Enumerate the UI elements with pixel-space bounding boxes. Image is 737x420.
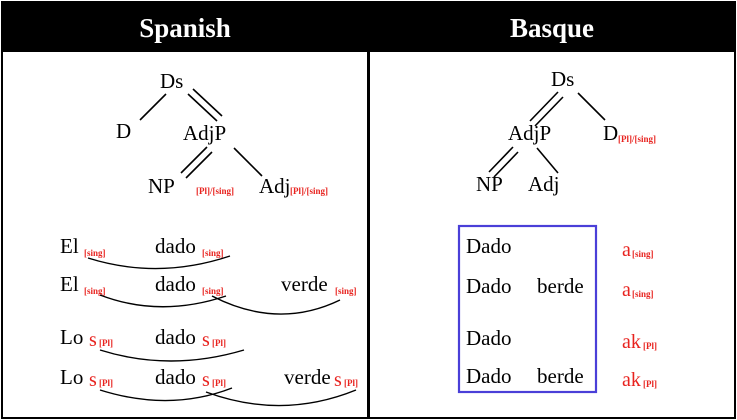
- spanish-adj-features: [Pl]/[sing]: [290, 186, 328, 196]
- noun-feature: [sing]: [202, 286, 224, 296]
- basque-header-bar: [369, 2, 735, 52]
- edge-ds-adjp-a: [187, 93, 218, 122]
- adj: verde: [281, 272, 328, 296]
- basque-tree: Ds AdjP D [Pl]/[sing] NP Adj: [476, 67, 656, 196]
- adj-feature: [Pl]: [344, 378, 358, 388]
- spanish-row-4: Lo s [Pl] dado s [Pl] verde s [Pl]: [60, 365, 358, 407]
- spanish-title: Spanish: [139, 13, 231, 43]
- basque-node-ds: Ds: [551, 67, 574, 91]
- noun: dado: [155, 365, 196, 389]
- basque-title: Basque: [510, 13, 594, 43]
- det: El: [60, 234, 79, 258]
- spanish-node-adj: Adj: [259, 174, 291, 198]
- noun: Dado: [466, 326, 512, 350]
- spanish-node-ds: Ds: [160, 69, 183, 93]
- basque-noun-phrase-box: [457, 224, 598, 394]
- agreement-arc: [99, 294, 227, 308]
- edge-ds-adjp-a: [529, 91, 559, 122]
- edge-ds-adjp-b: [534, 96, 564, 127]
- adj-plural-s: s: [334, 369, 342, 391]
- noun-feature: [Pl]: [212, 338, 226, 348]
- edge-adjp-np-b: [493, 151, 519, 178]
- agreement-arc: [99, 387, 233, 402]
- basque-node-np: NP: [476, 172, 503, 196]
- suffix-feature: [Pl]: [643, 379, 657, 389]
- suffix: ak: [622, 331, 641, 353]
- det: Lo: [60, 325, 83, 349]
- suffix: a: [622, 279, 631, 301]
- spanish-node-np: NP: [148, 174, 175, 198]
- det-feature: [Pl]: [99, 338, 113, 348]
- spanish-row-2: El [sing] dado [sing] verde [sing]: [60, 272, 357, 315]
- agreement-arc: [205, 389, 357, 407]
- adj: verde: [284, 365, 331, 389]
- edge-adjp-adj: [233, 147, 263, 177]
- basque-examples: Dado a [sing] Dado berde a [sing] Dado a…: [466, 234, 657, 391]
- spanish-header-bar: [2, 2, 368, 52]
- edge-adjp-np-b: [185, 151, 213, 179]
- spanish-panel: [1, 1, 369, 419]
- det-plural-s: s: [89, 329, 97, 351]
- basque-row-2: Dado berde a [sing]: [466, 274, 654, 301]
- det-feature: [sing]: [84, 248, 106, 258]
- basque-row-3: Dado ak [Pl]: [466, 326, 657, 353]
- det: Lo: [60, 365, 83, 389]
- suffix-feature: [Pl]: [643, 341, 657, 351]
- spanish-row-3: Lo s [Pl] dado s [Pl]: [60, 325, 245, 362]
- edge-adjp-np-a: [180, 146, 208, 174]
- adj: berde: [537, 274, 584, 298]
- noun: Dado: [466, 364, 512, 388]
- spanish-examples: El [sing] dado [sing] El [sing] dado [si…: [60, 234, 358, 407]
- det-feature: [sing]: [84, 286, 106, 296]
- noun: dado: [155, 325, 196, 349]
- spanish-row-1: El [sing] dado [sing]: [60, 234, 231, 270]
- det-plural-s: s: [89, 369, 97, 391]
- noun-feature: [sing]: [202, 248, 224, 258]
- basque-node-d: D: [603, 121, 618, 145]
- spanish-np-features: [Pl]/[sing]: [196, 186, 234, 196]
- agreement-arc: [99, 349, 245, 362]
- noun: dado: [155, 272, 196, 296]
- suffix: ak: [622, 369, 641, 391]
- edge-ds-d: [577, 92, 606, 121]
- noun-plural-s: s: [202, 329, 210, 351]
- agreement-arc: [87, 255, 231, 270]
- basque-row-4: Dado berde ak [Pl]: [466, 364, 657, 391]
- basque-d-features: [Pl]/[sing]: [618, 134, 656, 144]
- spanish-node-d: D: [116, 119, 131, 143]
- suffix-feature: [sing]: [632, 249, 654, 259]
- adj: berde: [537, 364, 584, 388]
- edge-ds-adjp-b: [192, 88, 223, 117]
- adj-feature: [sing]: [335, 286, 357, 296]
- noun-plural-s: s: [202, 369, 210, 391]
- noun: dado: [155, 234, 196, 258]
- basque-panel: [368, 1, 736, 419]
- spanish-node-adjp: AdjP: [183, 121, 226, 145]
- det: El: [60, 272, 79, 296]
- edge-adjp-adj: [536, 147, 559, 174]
- noun: Dado: [466, 234, 512, 258]
- agreement-arc: [211, 295, 341, 315]
- noun: Dado: [466, 274, 512, 298]
- edge-ds-d: [139, 93, 167, 121]
- spanish-tree: Ds D AdjP NP [Pl]/[sing] Adj [Pl]/[sing]: [116, 69, 328, 198]
- basque-node-adj: Adj: [528, 172, 560, 196]
- det-feature: [Pl]: [99, 378, 113, 388]
- edge-adjp-np-a: [488, 146, 514, 173]
- basque-node-adjp: AdjP: [508, 121, 551, 145]
- basque-row-1: Dado a [sing]: [466, 234, 654, 261]
- suffix: a: [622, 239, 631, 261]
- noun-feature: [Pl]: [212, 378, 226, 388]
- suffix-feature: [sing]: [632, 289, 654, 299]
